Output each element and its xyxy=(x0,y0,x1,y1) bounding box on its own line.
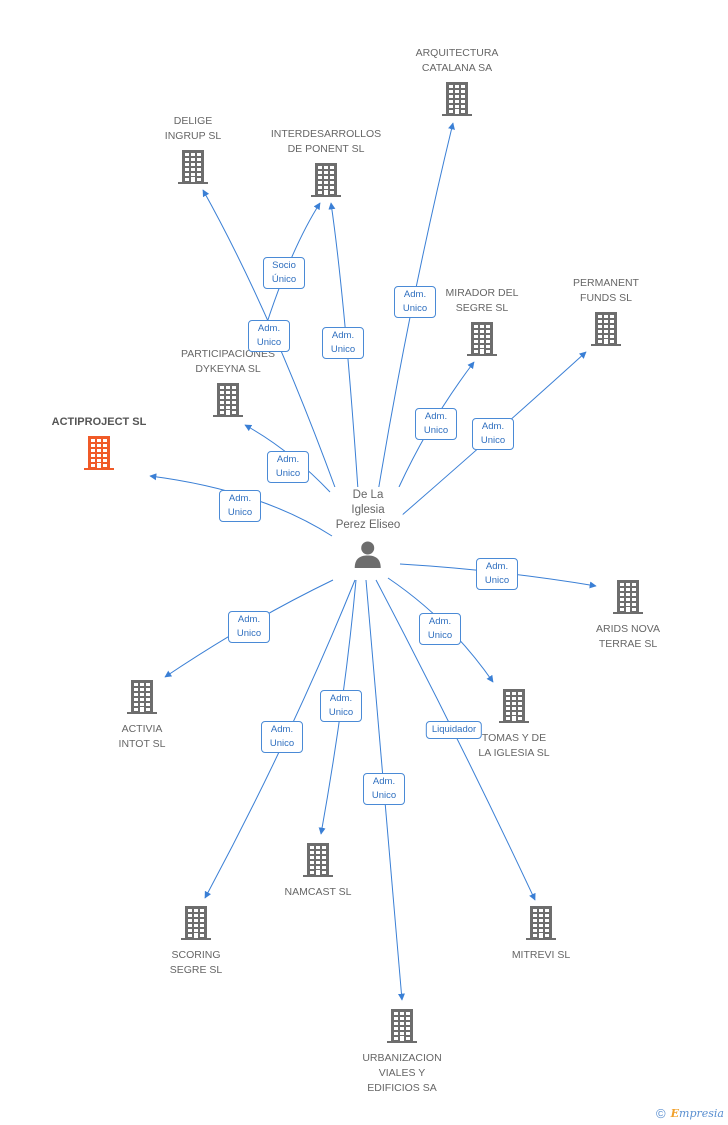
relation-badge-permanent[interactable]: Adm. Unico xyxy=(472,418,514,450)
company-node-participaciones[interactable]: PARTICIPACIONES DYKEYNA SL xyxy=(158,347,298,417)
relation-badge-namcast[interactable]: Adm. Unico xyxy=(320,690,362,722)
building-icon xyxy=(499,689,529,723)
company-node-mitrevi[interactable]: MITREVI SL xyxy=(471,906,611,963)
edge-to-interdesarrollos xyxy=(328,202,359,491)
company-node-interdesarrollos[interactable]: INTERDESARROLLOS DE PONENT SL xyxy=(256,127,396,197)
building-icon xyxy=(311,163,341,197)
company-node-activia[interactable]: ACTIVIA INTOT SL xyxy=(72,680,212,752)
company-node-scoring[interactable]: SCORING SEGRE SL xyxy=(126,906,266,978)
company-name: SCORING SEGRE SL xyxy=(169,949,223,976)
company-node-mirador[interactable]: MIRADOR DEL SEGRE SL xyxy=(412,286,552,356)
relation-badge-activia[interactable]: Adm. Unico xyxy=(228,611,270,643)
company-name: DELIGE INGRUP SL xyxy=(164,115,222,142)
company-name: URBANIZACION VIALES Y EDIFICIOS SA xyxy=(362,1052,442,1094)
relation-badge-arids[interactable]: Adm. Unico xyxy=(476,558,518,590)
company-node-tomas[interactable]: TOMAS Y DE LA IGLESIA SL xyxy=(444,689,584,761)
building-icon xyxy=(591,312,621,346)
building-icon xyxy=(127,680,157,714)
edge-to-mitrevi xyxy=(375,579,536,901)
company-node-delige[interactable]: DELIGE INGRUP SL xyxy=(123,114,263,184)
company-node-namcast[interactable]: NAMCAST SL xyxy=(248,843,388,900)
relation-badge-actiproject[interactable]: Adm. Unico xyxy=(219,490,261,522)
company-name: ARIDS NOVA TERRAE SL xyxy=(596,623,660,650)
brand-logo[interactable]: Empresia xyxy=(670,1107,724,1120)
company-name: PERMANENT FUNDS SL xyxy=(573,277,639,304)
building-icon xyxy=(387,1009,417,1043)
relation-badge-tomas[interactable]: Adm. Unico xyxy=(419,613,461,645)
company-name: ACTIPROJECT SL xyxy=(51,416,147,428)
relation-badge-arquitectura[interactable]: Adm. Unico xyxy=(394,286,436,318)
relation-badge-participaciones[interactable]: Adm. Unico xyxy=(267,451,309,483)
footer-brand: © Empresia xyxy=(656,1106,724,1121)
company-name: MITREVI SL xyxy=(511,949,571,961)
building-icon xyxy=(303,843,333,877)
company-name: MIRADOR DEL SEGRE SL xyxy=(445,287,519,314)
company-node-permanent[interactable]: PERMANENT FUNDS SL xyxy=(536,276,676,346)
relation-badge-scoring[interactable]: Adm. Unico xyxy=(261,721,303,753)
copyright-symbol: © xyxy=(656,1106,666,1121)
company-node-arquitectura[interactable]: ARQUITECTURA CATALANA SA xyxy=(387,46,527,116)
company-name: INTERDESARROLLOS DE PONENT SL xyxy=(270,128,382,155)
building-icon xyxy=(613,580,643,614)
company-name: ACTIVIA INTOT SL xyxy=(118,723,166,750)
building-icon xyxy=(442,82,472,116)
relation-badge-mirador[interactable]: Adm. Unico xyxy=(415,408,457,440)
building-icon xyxy=(84,436,114,470)
relation-badge-mitrevi[interactable]: Liquidador xyxy=(425,721,483,739)
building-icon xyxy=(178,150,208,184)
relation-badge-delige[interactable]: Adm. Unico xyxy=(248,320,290,352)
building-icon xyxy=(467,322,497,356)
center-person-node[interactable]: De La Iglesia Perez Eliseo xyxy=(333,487,403,568)
company-name: NAMCAST SL xyxy=(284,886,352,898)
person-name: De La Iglesia Perez Eliseo xyxy=(333,487,403,534)
company-name: TOMAS Y DE LA IGLESIA SL xyxy=(478,732,550,759)
building-icon xyxy=(526,906,556,940)
relation-badge-urbanizacion[interactable]: Adm. Unico xyxy=(363,773,405,805)
company-node-urbanizacion[interactable]: URBANIZACION VIALES Y EDIFICIOS SA xyxy=(332,1009,472,1096)
company-node-actiproject[interactable]: ACTIPROJECT SL xyxy=(29,415,169,470)
relation-badge-interdesarrollos[interactable]: Socio Único xyxy=(263,257,305,289)
building-icon xyxy=(181,906,211,940)
building-icon xyxy=(213,383,243,417)
company-node-arids[interactable]: ARIDS NOVA TERRAE SL xyxy=(558,580,698,652)
relation-badge-interdesarrollos[interactable]: Adm. Unico xyxy=(322,327,364,359)
company-name: ARQUITECTURA CATALANA SA xyxy=(415,47,499,74)
person-icon xyxy=(355,541,381,568)
